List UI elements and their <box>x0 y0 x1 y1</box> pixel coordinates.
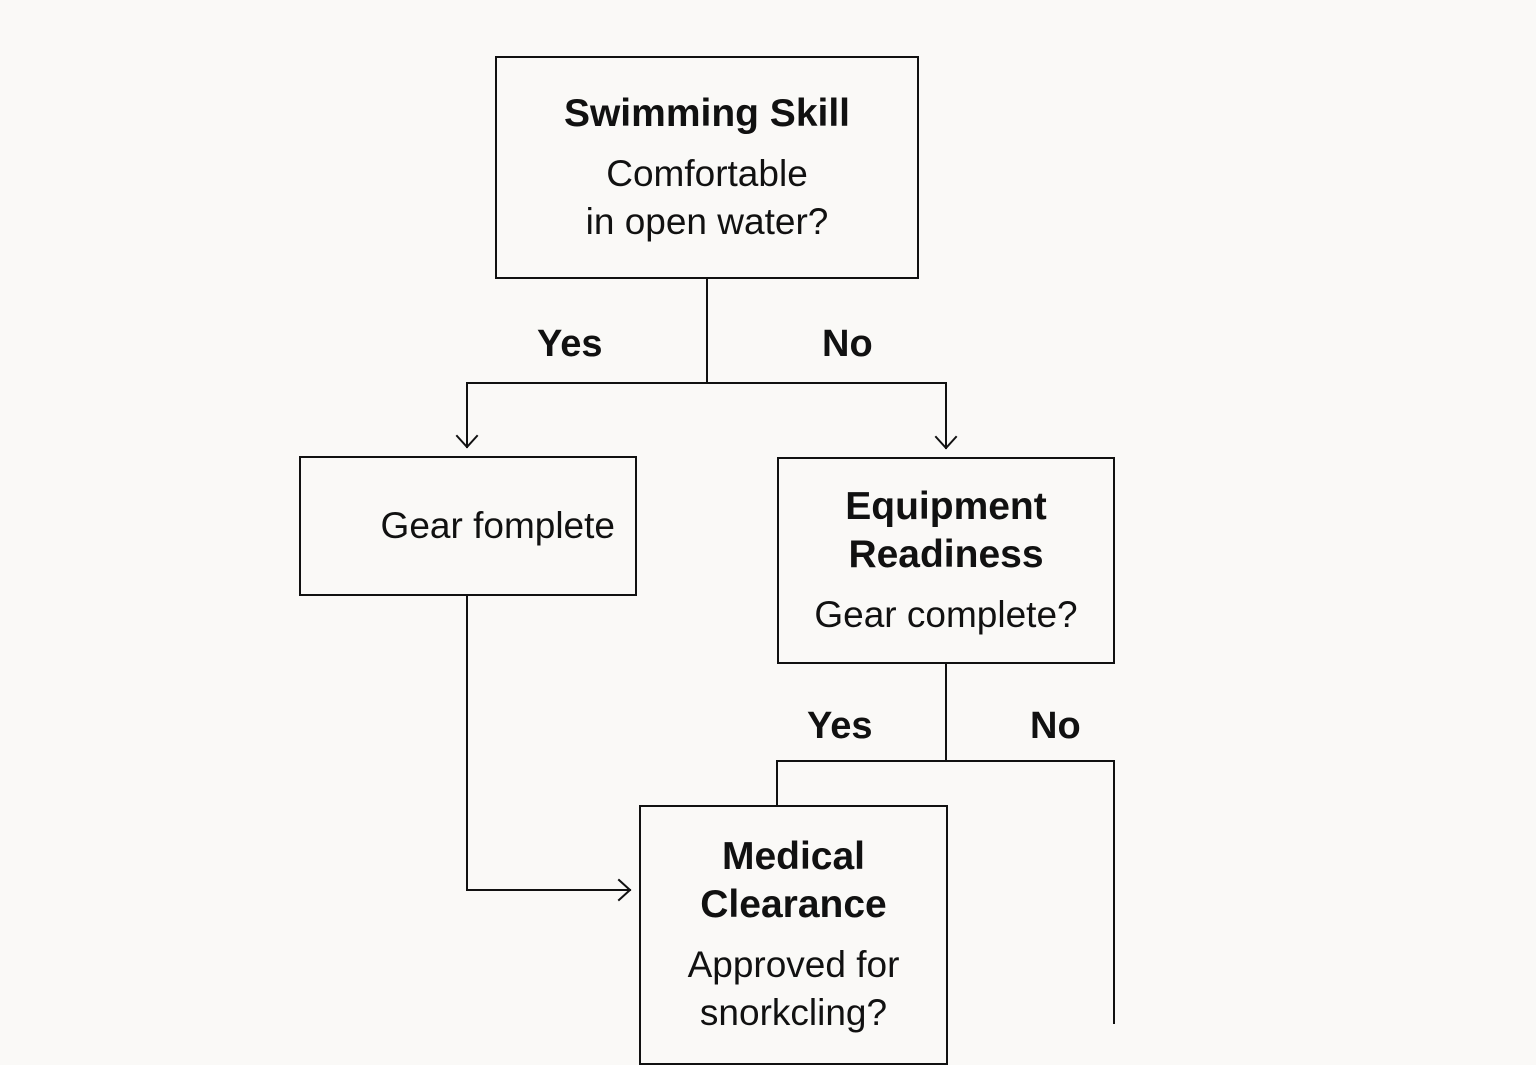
branch-label-swimming-no: No <box>822 323 873 365</box>
node-medical-title-line2: Clearance <box>700 883 887 926</box>
node-swimming-skill: Swimming Skill Comfortable in open water… <box>495 56 919 279</box>
node-gear-text: Gear fomplete <box>380 505 615 546</box>
node-medical-clearance: Medical Clearance Approved for snorkclin… <box>639 805 948 1065</box>
branch-label-equipment-no: No <box>1030 705 1081 747</box>
node-medical-question-line1: Approved for <box>687 944 900 985</box>
connector-layer <box>455 278 1115 1024</box>
connector-gear-to-medical <box>466 595 631 891</box>
arrowhead-gear <box>455 434 479 449</box>
arrowhead-medical <box>617 878 632 902</box>
node-equipment-title-line2: Readiness <box>848 532 1044 576</box>
branch-label-equipment-yes: Yes <box>807 705 873 747</box>
node-equipment-title-line1: Equipment <box>845 484 1047 528</box>
node-swimming-title: Swimming Skill <box>563 91 851 135</box>
node-gear: Gear fomplete <box>299 456 637 596</box>
node-equipment-question: Gear complete? <box>814 593 1078 635</box>
branch-label-swimming-yes: Yes <box>537 323 603 365</box>
arrowhead-equipment <box>934 435 958 450</box>
node-swimming-question-line2: in open water? <box>585 200 829 242</box>
node-medical-question-line2: snorkcling? <box>699 992 888 1033</box>
node-equipment-readiness: Equipment Readiness Gear complete? <box>777 457 1115 664</box>
node-medical-title-line1: Medical <box>721 835 866 878</box>
node-swimming-question-line1: Comfortable <box>606 152 808 194</box>
